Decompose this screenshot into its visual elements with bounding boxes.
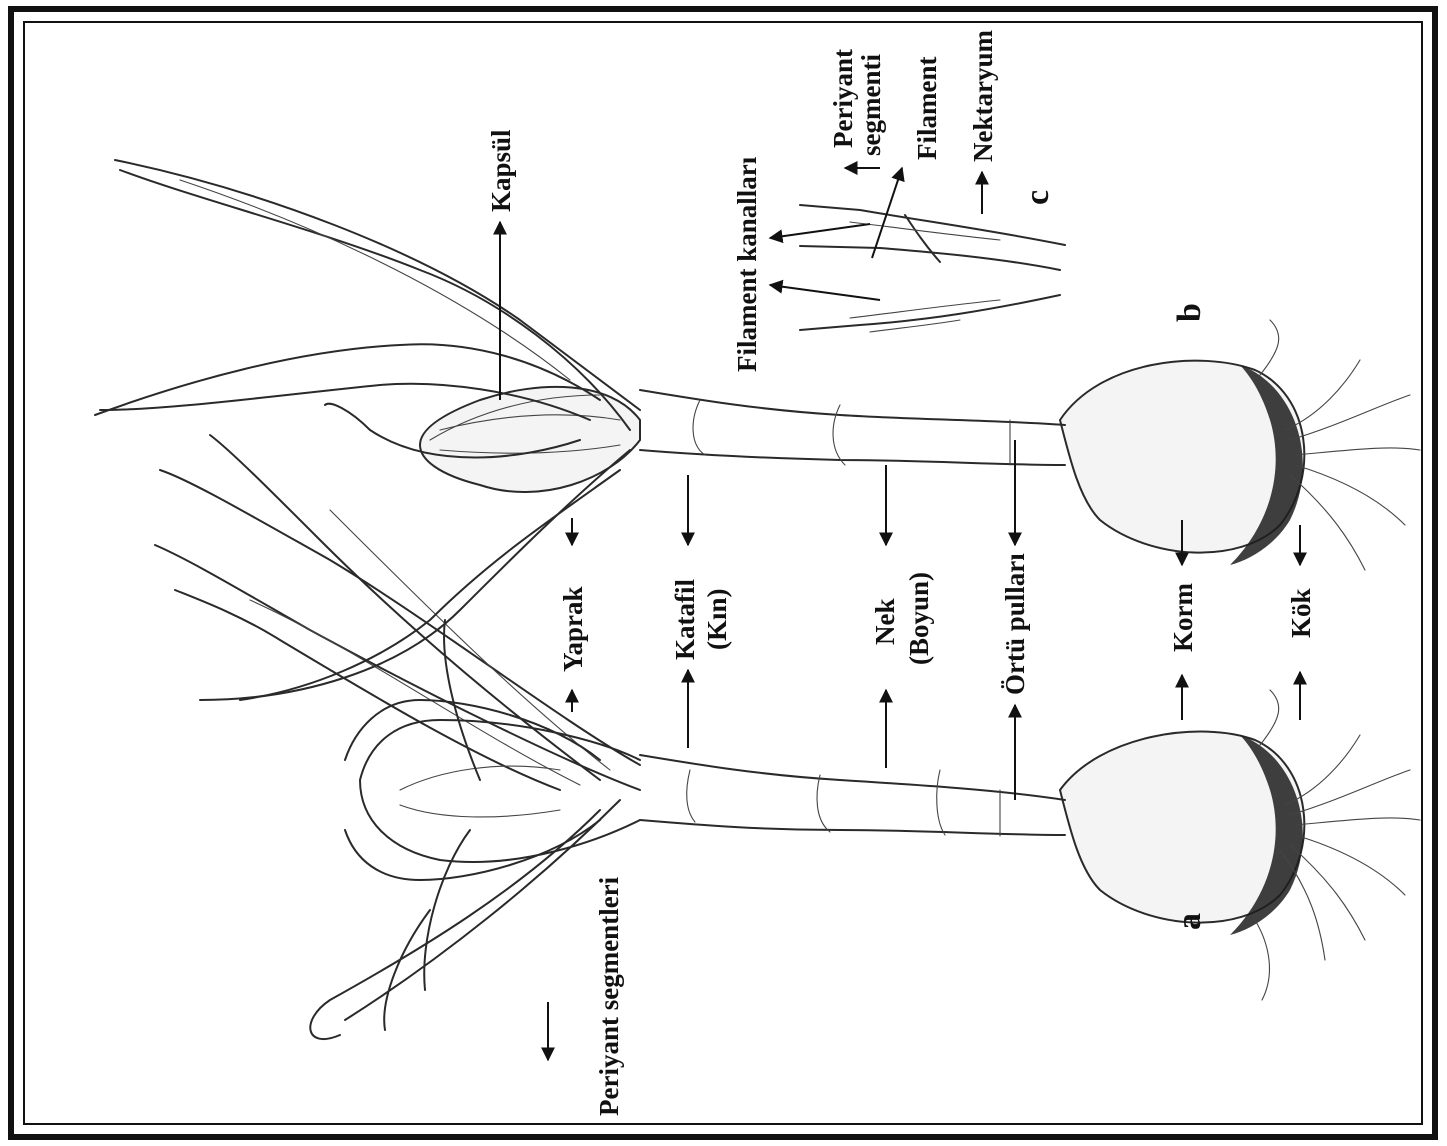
label-filament: Filament [912,57,942,160]
inner-frame [24,22,1422,1124]
label-ortu-pullari: Örtü pulları [1000,553,1030,695]
label-nektaryum: Nektaryum [968,30,998,162]
inset-c-illustration [800,205,1065,332]
outer-frame [11,9,1435,1137]
panel-label-c: c [1019,190,1056,205]
label-korm: Korm [1168,583,1198,652]
labels: Periyant segmentleri Yaprak Katafil (Kın… [486,30,1316,1116]
label-nek-line2: (Boyun) [904,572,934,665]
label-periyant-segmentleri: Periyant segmentleri [594,876,624,1116]
label-kok: Kök [1286,588,1316,638]
label-katafil-line2: (Kın) [702,588,732,650]
label-periyant-segmenti-line1: Periyant [828,49,858,148]
label-yaprak: Yaprak [558,586,588,672]
label-nek-line1: Nek [870,599,900,646]
panel-label-b: b [1171,303,1208,322]
panel-label-a: a [1171,913,1208,930]
label-kapsul: Kapsül [486,129,516,212]
capsule [420,387,640,492]
label-periyant-segmenti-line2: segmenti [856,54,886,156]
label-filament-kanallari: Filament kanalları [732,156,762,372]
label-katafil-line1: Katafil [670,579,700,660]
